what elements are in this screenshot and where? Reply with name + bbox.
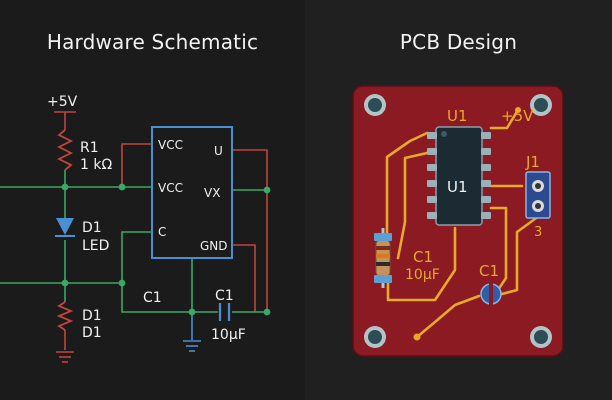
trace-5v — [489, 108, 520, 130]
r1-ref: R1 — [80, 140, 99, 156]
mounting-hole-tl — [364, 94, 386, 116]
c1-capacitor — [218, 303, 231, 321]
pcb-title: PCB Design — [399, 30, 518, 54]
gnd-wire — [232, 244, 256, 312]
junction-dots — [61, 183, 271, 316]
ic-pin-c: C — [158, 225, 166, 239]
trace-j1-down — [489, 206, 508, 292]
mounting-hole-br — [530, 326, 552, 348]
c1-left-component — [374, 228, 392, 288]
c-wire — [121, 231, 218, 313]
r1-resistor — [56, 129, 74, 171]
u1-body-label: U1 — [447, 178, 468, 196]
trace-left-mid — [396, 151, 429, 260]
schematic-title: Hardware Schematic — [46, 30, 259, 54]
vcc-top-wire — [121, 143, 152, 187]
d1-lower-resistor — [56, 301, 74, 331]
c1-left-ref: C1 — [413, 248, 433, 266]
c1-right-ref: C1 — [479, 262, 499, 280]
c1-net-label: C1 — [143, 290, 162, 306]
pcb-pads — [413, 107, 521, 341]
ic-pin-u: U — [214, 144, 223, 158]
ic-pin-vcc: VCC — [158, 181, 183, 195]
d1-lower-ref: D1 — [82, 308, 102, 324]
d1-led-symbol — [55, 218, 75, 237]
pcb-panel: PCB Design — [305, 0, 612, 400]
d1-lower-value: D1 — [82, 325, 102, 341]
c1-left-value: 10µF — [405, 267, 440, 283]
r1-value: 1 kΩ — [80, 157, 112, 173]
j1-pin-label: 3 — [534, 225, 542, 240]
supply-label: +5V — [47, 94, 78, 110]
j1-header — [525, 171, 551, 219]
d1-ref: D1 — [82, 220, 102, 236]
j1-ref: J1 — [525, 153, 540, 171]
schematic-diagram: +5V R1 1 kΩ D1 LED D1 D1 C1 C1 10µF VCC … — [0, 94, 271, 363]
schematic-panel: Hardware Schematic — [0, 0, 305, 400]
ground-symbol — [56, 351, 74, 363]
ic-pin-vcc-top: VCC — [158, 138, 183, 152]
ic-body — [151, 126, 233, 259]
mounting-hole-bl — [364, 326, 386, 348]
u1-chip — [427, 126, 491, 226]
pcb-traces — [380, 108, 541, 339]
mounting-holes — [364, 94, 552, 348]
trace-j1-right — [500, 214, 541, 296]
ic-ground-symbol — [183, 312, 201, 352]
u-output-wire — [232, 149, 268, 312]
mounting-hole-tr — [530, 94, 552, 116]
c1-ref: C1 — [215, 288, 234, 304]
c1-value: 10µF — [211, 327, 246, 343]
ic-pin-vx: VX — [204, 186, 220, 200]
c1-right-component — [480, 283, 502, 305]
trace-cap-to-ic — [386, 226, 457, 302]
trace-bottom — [415, 294, 481, 339]
pcb-diagram: U1 +5V J1 3 C1 10µF C1 U1 — [352, 85, 564, 357]
u1-label: U1 — [447, 107, 468, 125]
ic-pin-gnd: GND — [200, 239, 228, 253]
pcb-supply-label: +5V — [501, 107, 534, 125]
d1-value: LED — [82, 238, 109, 254]
